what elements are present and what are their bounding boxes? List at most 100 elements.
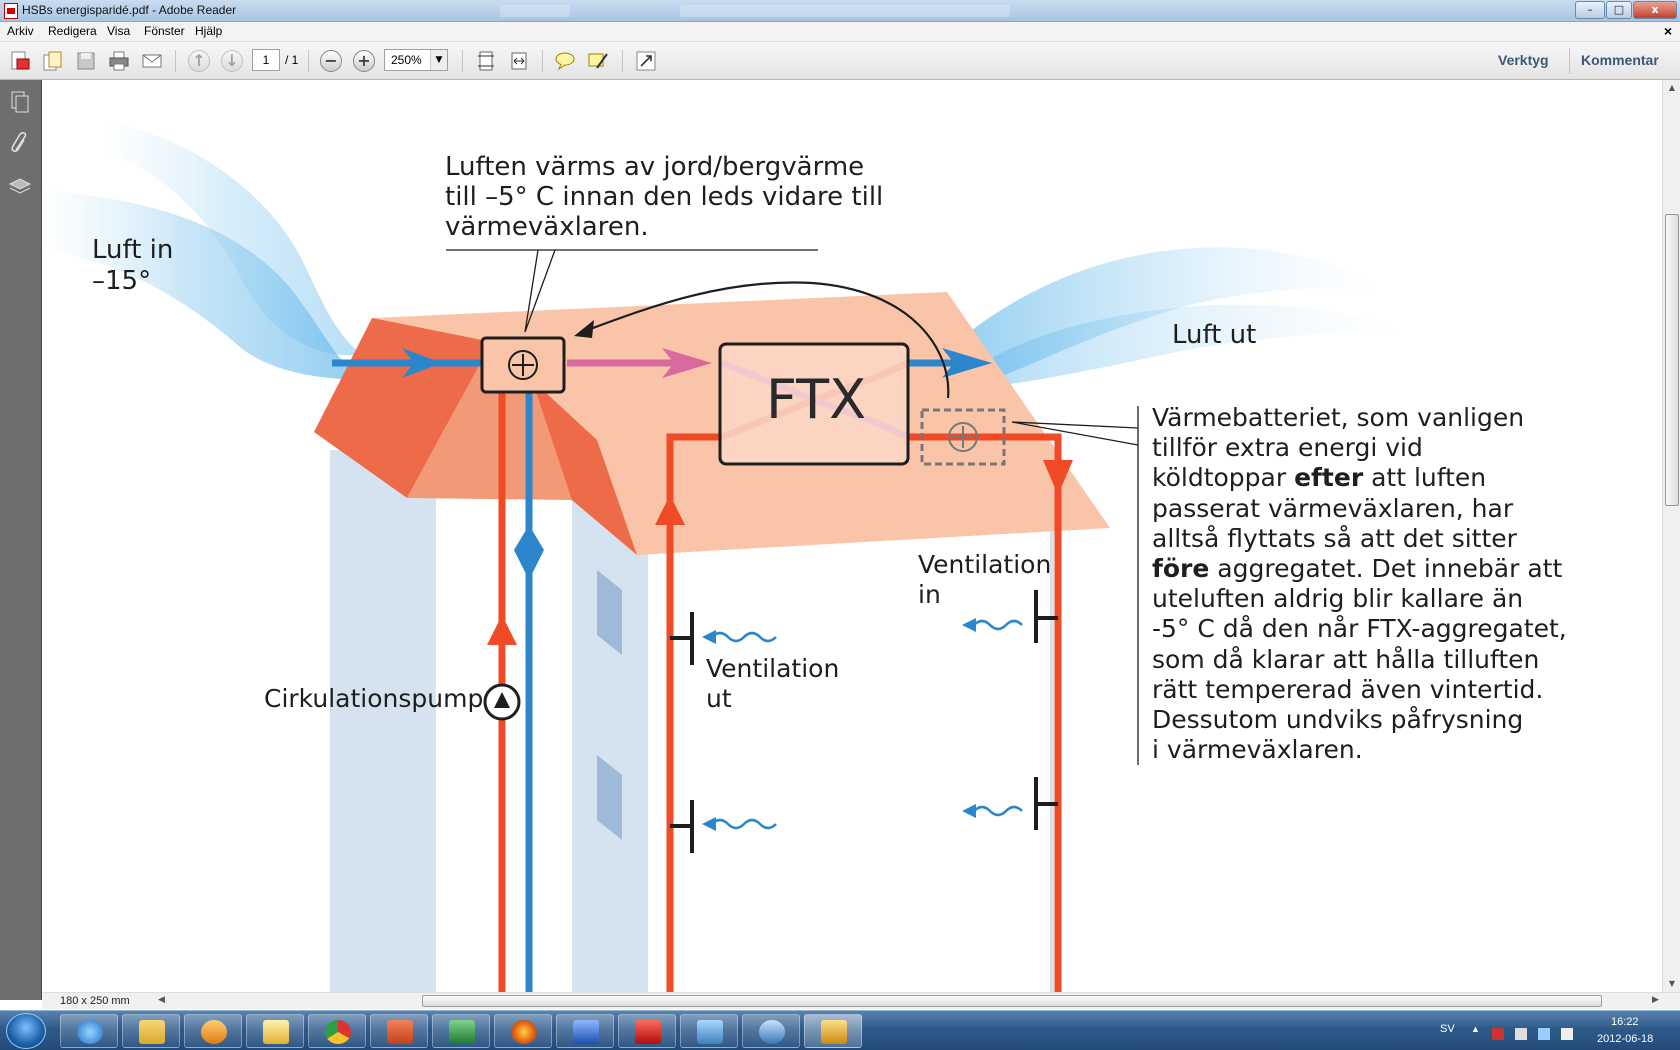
- highlight-icon[interactable]: [585, 48, 611, 74]
- powerpoint-icon: [387, 1020, 413, 1044]
- minimize-button[interactable]: –: [1575, 1, 1605, 19]
- air-in-label: Luft in –15°: [92, 235, 174, 296]
- menu-arkiv[interactable]: Arkiv: [7, 24, 34, 38]
- zoom-in-icon[interactable]: +: [351, 48, 377, 74]
- create-pdf-icon[interactable]: [7, 48, 33, 74]
- print-icon[interactable]: [106, 48, 132, 74]
- menu-visa[interactable]: Visa: [107, 24, 131, 38]
- start-button[interactable]: [6, 1013, 46, 1049]
- word-icon: [573, 1020, 599, 1044]
- ie-icon: [77, 1020, 103, 1044]
- taskbar-active-app[interactable]: [804, 1014, 862, 1048]
- taskbar-internet-explorer[interactable]: [60, 1014, 118, 1048]
- taskbar-photo-viewer[interactable]: [680, 1014, 738, 1048]
- ftx-unit: [718, 342, 910, 466]
- taskbar-media-player[interactable]: [184, 1014, 242, 1048]
- down-arrow-cold: [514, 525, 544, 580]
- heating-battery-note-line: i värmeväxlaren.: [1152, 735, 1363, 765]
- comment-icon[interactable]: [552, 48, 578, 74]
- taskbar-app[interactable]: [742, 1014, 800, 1048]
- horizontal-scroll-thumb[interactable]: [422, 995, 1602, 1007]
- pdf-document-view[interactable]: Luft in –15° Luften värms av jord/bergvä…: [42, 80, 1662, 992]
- media-player-icon: [201, 1020, 227, 1044]
- heating-battery-note-line: alltså flyttats så att det sitter: [1152, 523, 1517, 553]
- window-title: HSBs energisparidé.pdf - Adobe Reader: [22, 3, 237, 17]
- comment-button[interactable]: Kommentar: [1581, 52, 1659, 68]
- network-icon[interactable]: [1538, 1028, 1550, 1040]
- email-icon[interactable]: [139, 48, 165, 74]
- up-arrow-warm: [487, 615, 517, 645]
- page-number-input[interactable]: 1: [252, 49, 280, 71]
- tools-button[interactable]: Verktyg: [1498, 52, 1549, 68]
- exhaust-valve-upper: [670, 612, 694, 665]
- chrome-icon: [325, 1020, 351, 1044]
- clock-date[interactable]: 2012-06-18: [1597, 1033, 1654, 1045]
- show-hidden-icons[interactable]: ▲: [1471, 1024, 1480, 1034]
- close-window-button[interactable]: x: [1633, 1, 1677, 19]
- relocation-arrow: [581, 281, 950, 399]
- airflow-squiggle: [711, 631, 777, 643]
- clock-time[interactable]: 16:22: [1611, 1016, 1639, 1028]
- device-icon[interactable]: [1515, 1028, 1527, 1040]
- attachments-icon[interactable]: [8, 132, 32, 156]
- language-indicator[interactable]: SV: [1440, 1023, 1455, 1035]
- emphasis: före: [1152, 554, 1210, 584]
- excel-icon: [449, 1020, 475, 1044]
- app-icon: [759, 1020, 785, 1044]
- menu-redigera[interactable]: Redigera: [48, 24, 97, 38]
- flag-icon[interactable]: [1492, 1028, 1504, 1040]
- page-size-label: 180 x 250 mm: [60, 995, 130, 1007]
- scroll-up-icon[interactable]: ▲: [1668, 83, 1676, 92]
- previous-page-icon[interactable]: ↑: [186, 48, 212, 74]
- background-window-ghost: [500, 5, 570, 17]
- taskbar-word[interactable]: [556, 1014, 614, 1048]
- title-bar: HSBs energisparidé.pdf - Adobe Reader – …: [0, 0, 1680, 22]
- status-bar: 180 x 250 mm ◀ ▶: [42, 992, 1680, 1009]
- maximize-button[interactable]: □: [1606, 1, 1632, 19]
- heating-battery-note-line: uteluften aldrig blir kallare än: [1152, 584, 1524, 614]
- next-page-icon[interactable]: ↓: [219, 48, 245, 74]
- toolbar: ↑ ↓ − +: [0, 42, 1680, 80]
- scroll-down-icon[interactable]: ▼: [1668, 979, 1676, 988]
- firefox-icon: [511, 1020, 537, 1044]
- heating-battery-note-line: passerat värmeväxlaren, har: [1152, 493, 1514, 523]
- taskbar-explorer[interactable]: [122, 1014, 180, 1048]
- heating-battery-note-line: före aggregatet. Det innebär att: [1152, 554, 1563, 584]
- page-thumbnails-icon[interactable]: [8, 90, 32, 114]
- exhaust-arrow: [942, 348, 992, 378]
- ventilation-diagram: [42, 120, 1402, 992]
- zoom-dropdown-icon[interactable]: ▼: [430, 50, 447, 70]
- window-upper: [597, 570, 622, 655]
- windows-taskbar: SV ▲ 16:22 2012-06-18: [0, 1010, 1680, 1050]
- folder-icon: [139, 1020, 165, 1044]
- taskbar-outlook[interactable]: [246, 1014, 304, 1048]
- vertical-scrollbar[interactable]: ▲ ▼: [1662, 80, 1680, 992]
- air-out-label: Luft ut: [1172, 320, 1257, 350]
- volume-icon[interactable]: [1561, 1028, 1573, 1040]
- save-icon[interactable]: [73, 48, 99, 74]
- scroll-right-icon[interactable]: ▶: [1652, 994, 1659, 1004]
- expand-icon[interactable]: [633, 48, 659, 74]
- left-wall: [330, 450, 436, 992]
- circulation-pump-label: Cirkulationspump: [264, 684, 484, 713]
- layers-icon[interactable]: [8, 174, 32, 198]
- vertical-scroll-thumb[interactable]: [1665, 214, 1679, 506]
- taskbar-chrome[interactable]: [308, 1014, 366, 1048]
- ventilation-in-label: Ventilation in: [918, 550, 1052, 609]
- heating-battery-note-line: Värmebatteriet, som vanligen: [1152, 403, 1525, 432]
- taskbar-powerpoint[interactable]: [370, 1014, 428, 1048]
- scroll-left-icon[interactable]: ◀: [158, 994, 165, 1004]
- fit-page-icon[interactable]: [473, 48, 499, 74]
- taskbar-firefox[interactable]: [494, 1014, 552, 1048]
- menu-fonster[interactable]: Fönster: [144, 24, 185, 38]
- taskbar-adobe-reader[interactable]: [618, 1014, 676, 1048]
- zoom-out-icon[interactable]: −: [318, 48, 344, 74]
- ftx-label: FTX: [766, 368, 867, 431]
- page-total: / 1: [285, 53, 299, 67]
- combine-files-icon[interactable]: [40, 48, 66, 74]
- middle-wall: [572, 500, 648, 992]
- close-document-icon[interactable]: ×: [1663, 23, 1672, 39]
- menu-hjalp[interactable]: Hjälp: [195, 24, 223, 38]
- taskbar-excel[interactable]: [432, 1014, 490, 1048]
- fit-width-icon[interactable]: [506, 48, 532, 74]
